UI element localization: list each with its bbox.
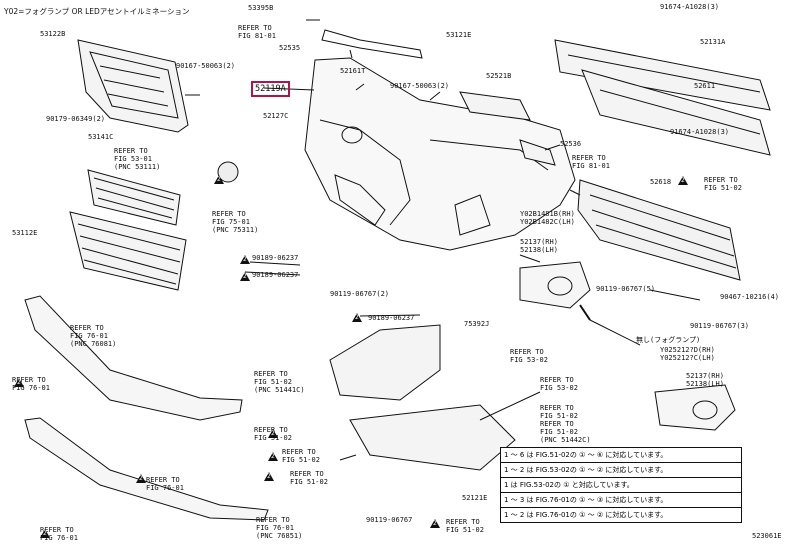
part-label-p52131a: 52131A — [700, 38, 726, 46]
part-label-y02b: Y025212?D(RH) Y025212?C(LH) — [660, 346, 715, 362]
reference-triangle-icon: 2 — [240, 255, 250, 264]
highlighted-part-number[interactable]: 52119A — [251, 81, 290, 97]
part-label-p52536: 52536 — [560, 140, 582, 148]
part-label-p52535: 52535 — [279, 44, 301, 52]
part-label-p52121e: 52121E — [462, 494, 488, 502]
lower-absorber-part — [577, 179, 741, 281]
part-label-ref76a[interactable]: REFER TO FIG 76-01 (PNC 76081) — [70, 324, 117, 348]
bracket-part-52535 — [321, 29, 423, 59]
part-label-p90179: 90179-06349(2) — [46, 115, 106, 123]
part-label-p52611: 52611 — [694, 82, 716, 90]
part-label-p52137a: 52137(RH) 52138(LH) — [520, 238, 558, 254]
lower-grille-part — [69, 211, 187, 291]
header-note: Y02=フォグランプ OR LEDアセントイルミネーション — [4, 7, 190, 16]
part-label-ref51b[interactable]: REFER TO FIG 51-02 (PNC 51441C) — [254, 370, 305, 394]
reference-triangle-icon: 2 — [268, 452, 278, 461]
part-label-p90119c: 90119-06767(3) — [690, 322, 750, 330]
note-row: 1 ～ 6 は FIG.51-02の ① ～ ⑥ に対応しています。 — [501, 448, 741, 463]
lower-spoiler-part — [24, 295, 243, 421]
reference-triangle-icon: 2 — [268, 429, 278, 438]
reference-triangle-icon: 2 — [352, 313, 362, 322]
part-label-ref81a[interactable]: REFER TO FIG 81-01 — [238, 24, 276, 40]
lower-lip-part — [24, 417, 269, 521]
part-label-ref76d[interactable]: REFER TO FIG 76-01 — [40, 526, 78, 542]
part-label-p90189a: 90189-06237 — [252, 254, 299, 262]
part-label-ref51e[interactable]: REFER TO FIG 51-02 — [254, 426, 292, 442]
part-label-p91674a: 91674-A1028(3) — [660, 3, 720, 11]
fog-cover-part-lower — [654, 384, 736, 431]
fog-cover-part-upper — [519, 261, 591, 309]
part-label-ref51h[interactable]: REFER TO FIG 51-02 — [290, 470, 328, 486]
upper-grille-part — [77, 39, 189, 133]
part-label-p53395b: 53395B — [248, 4, 274, 12]
note-row: 1 ～ 3 は FIG.76-01の ① ～ ③ に対応しています。 — [501, 493, 741, 508]
part-label-p53122b: 53122B — [40, 30, 66, 38]
part-label-ref81b[interactable]: REFER TO FIG 81-01 — [572, 154, 610, 170]
reference-triangle-icon: 2 — [40, 529, 50, 538]
part-label-ref51g[interactable]: REFER TO FIG 51-02 — [446, 518, 484, 534]
reference-triangle-icon: 2 — [214, 175, 224, 184]
bracket-part-52521b — [459, 91, 531, 121]
engine-under-cover-part — [329, 324, 441, 401]
part-label-p90189b: 90189-06237 — [252, 271, 299, 279]
part-label-p52521b: 52521B — [486, 72, 512, 80]
reference-triangle-icon: 2 — [264, 472, 274, 481]
part-label-ref51a[interactable]: REFER TO FIG 51-02 — [704, 176, 742, 192]
part-label-p52618: 52618 — [650, 178, 672, 186]
part-label-p52161t: 52161T — [340, 67, 366, 75]
part-label-ref51f[interactable]: REFER TO FIG 51-02 — [282, 448, 320, 464]
part-label-p52127c: 52127C — [263, 112, 289, 120]
note-row: 1 は FIG.53-02の ① と対応しています。 — [501, 478, 741, 493]
part-label-p90119b: 90119-06767(5) — [596, 285, 656, 293]
bumper-reinforcement-part — [554, 39, 771, 156]
part-label-p90119d: 90119-06767 — [366, 516, 413, 524]
part-label-p75392j: 75392J — [464, 320, 490, 328]
part-label-p90167a: 90167-50063(2) — [176, 62, 236, 70]
part-label-ref53b[interactable]: REFER TO FIG 53-02 — [510, 348, 548, 364]
part-label-ref76e[interactable]: REFER TO FIG 76-01 (PNC 76851) — [256, 516, 303, 540]
bumper-cover-part — [304, 57, 576, 251]
part-label-ref75[interactable]: REFER TO FIG 75-01 (PNC 75311) — [212, 210, 259, 234]
part-label-ref53c[interactable]: REFER TO FIG 53-02 — [540, 376, 578, 392]
part-label-p53112e: 53112E — [12, 229, 38, 237]
notes-table: 1 ～ 6 は FIG.51-02の ① ～ ⑥ に対応しています。 1 ～ 2… — [500, 447, 742, 523]
front-grille-part — [87, 169, 181, 226]
part-label-p52137b: 52137(RH) 52138(LH) — [686, 372, 724, 388]
part-label-p90189c: 90189-06237 — [368, 314, 415, 322]
part-label-ref51d[interactable]: REFER TO FIG 51-02 (PNC 51442C) — [540, 420, 591, 444]
part-label-ref76c[interactable]: REFER TO FIG 76-01 — [146, 476, 184, 492]
reference-triangle-icon: 2 — [678, 176, 688, 185]
note-row: 1 ～ 2 は FIG.53-02の ① ～ ② に対応しています。 — [501, 463, 741, 478]
part-label-ref51c[interactable]: REFER TO FIG 51-02 — [540, 404, 578, 420]
part-label-fog: 無し(フォグランプ) — [636, 336, 701, 344]
part-label-p90167b: 90167-50063(2) — [390, 82, 450, 90]
part-label-ref53[interactable]: REFER TO FIG 53-01 (PNC 53111) — [114, 147, 161, 171]
reference-triangle-icon: 2 — [14, 378, 24, 387]
diagram-id: 523061E — [752, 532, 782, 540]
engine-under-cover-part-2 — [349, 404, 516, 471]
reference-triangle-icon: 2 — [430, 519, 440, 528]
bracket-part-52536 — [519, 139, 556, 166]
reference-triangle-icon: 2 — [136, 474, 146, 483]
note-row: 1 ～ 2 は FIG.76-01の ① ～ ② に対応しています。 — [504, 511, 668, 519]
part-label-p90119a: 90119-06767(2) — [330, 290, 390, 298]
part-label-p91674b: 91674-A1028(3) — [670, 128, 730, 136]
part-label-y02a: Y02B1481B(RH) Y02B1482C(LH) — [520, 210, 575, 226]
part-label-p53121e: 53121E — [446, 31, 472, 39]
part-label-p53141c: 53141C — [88, 133, 114, 141]
part-label-p90467: 90467-10216(4) — [720, 293, 780, 301]
reference-triangle-icon: 2 — [240, 272, 250, 281]
